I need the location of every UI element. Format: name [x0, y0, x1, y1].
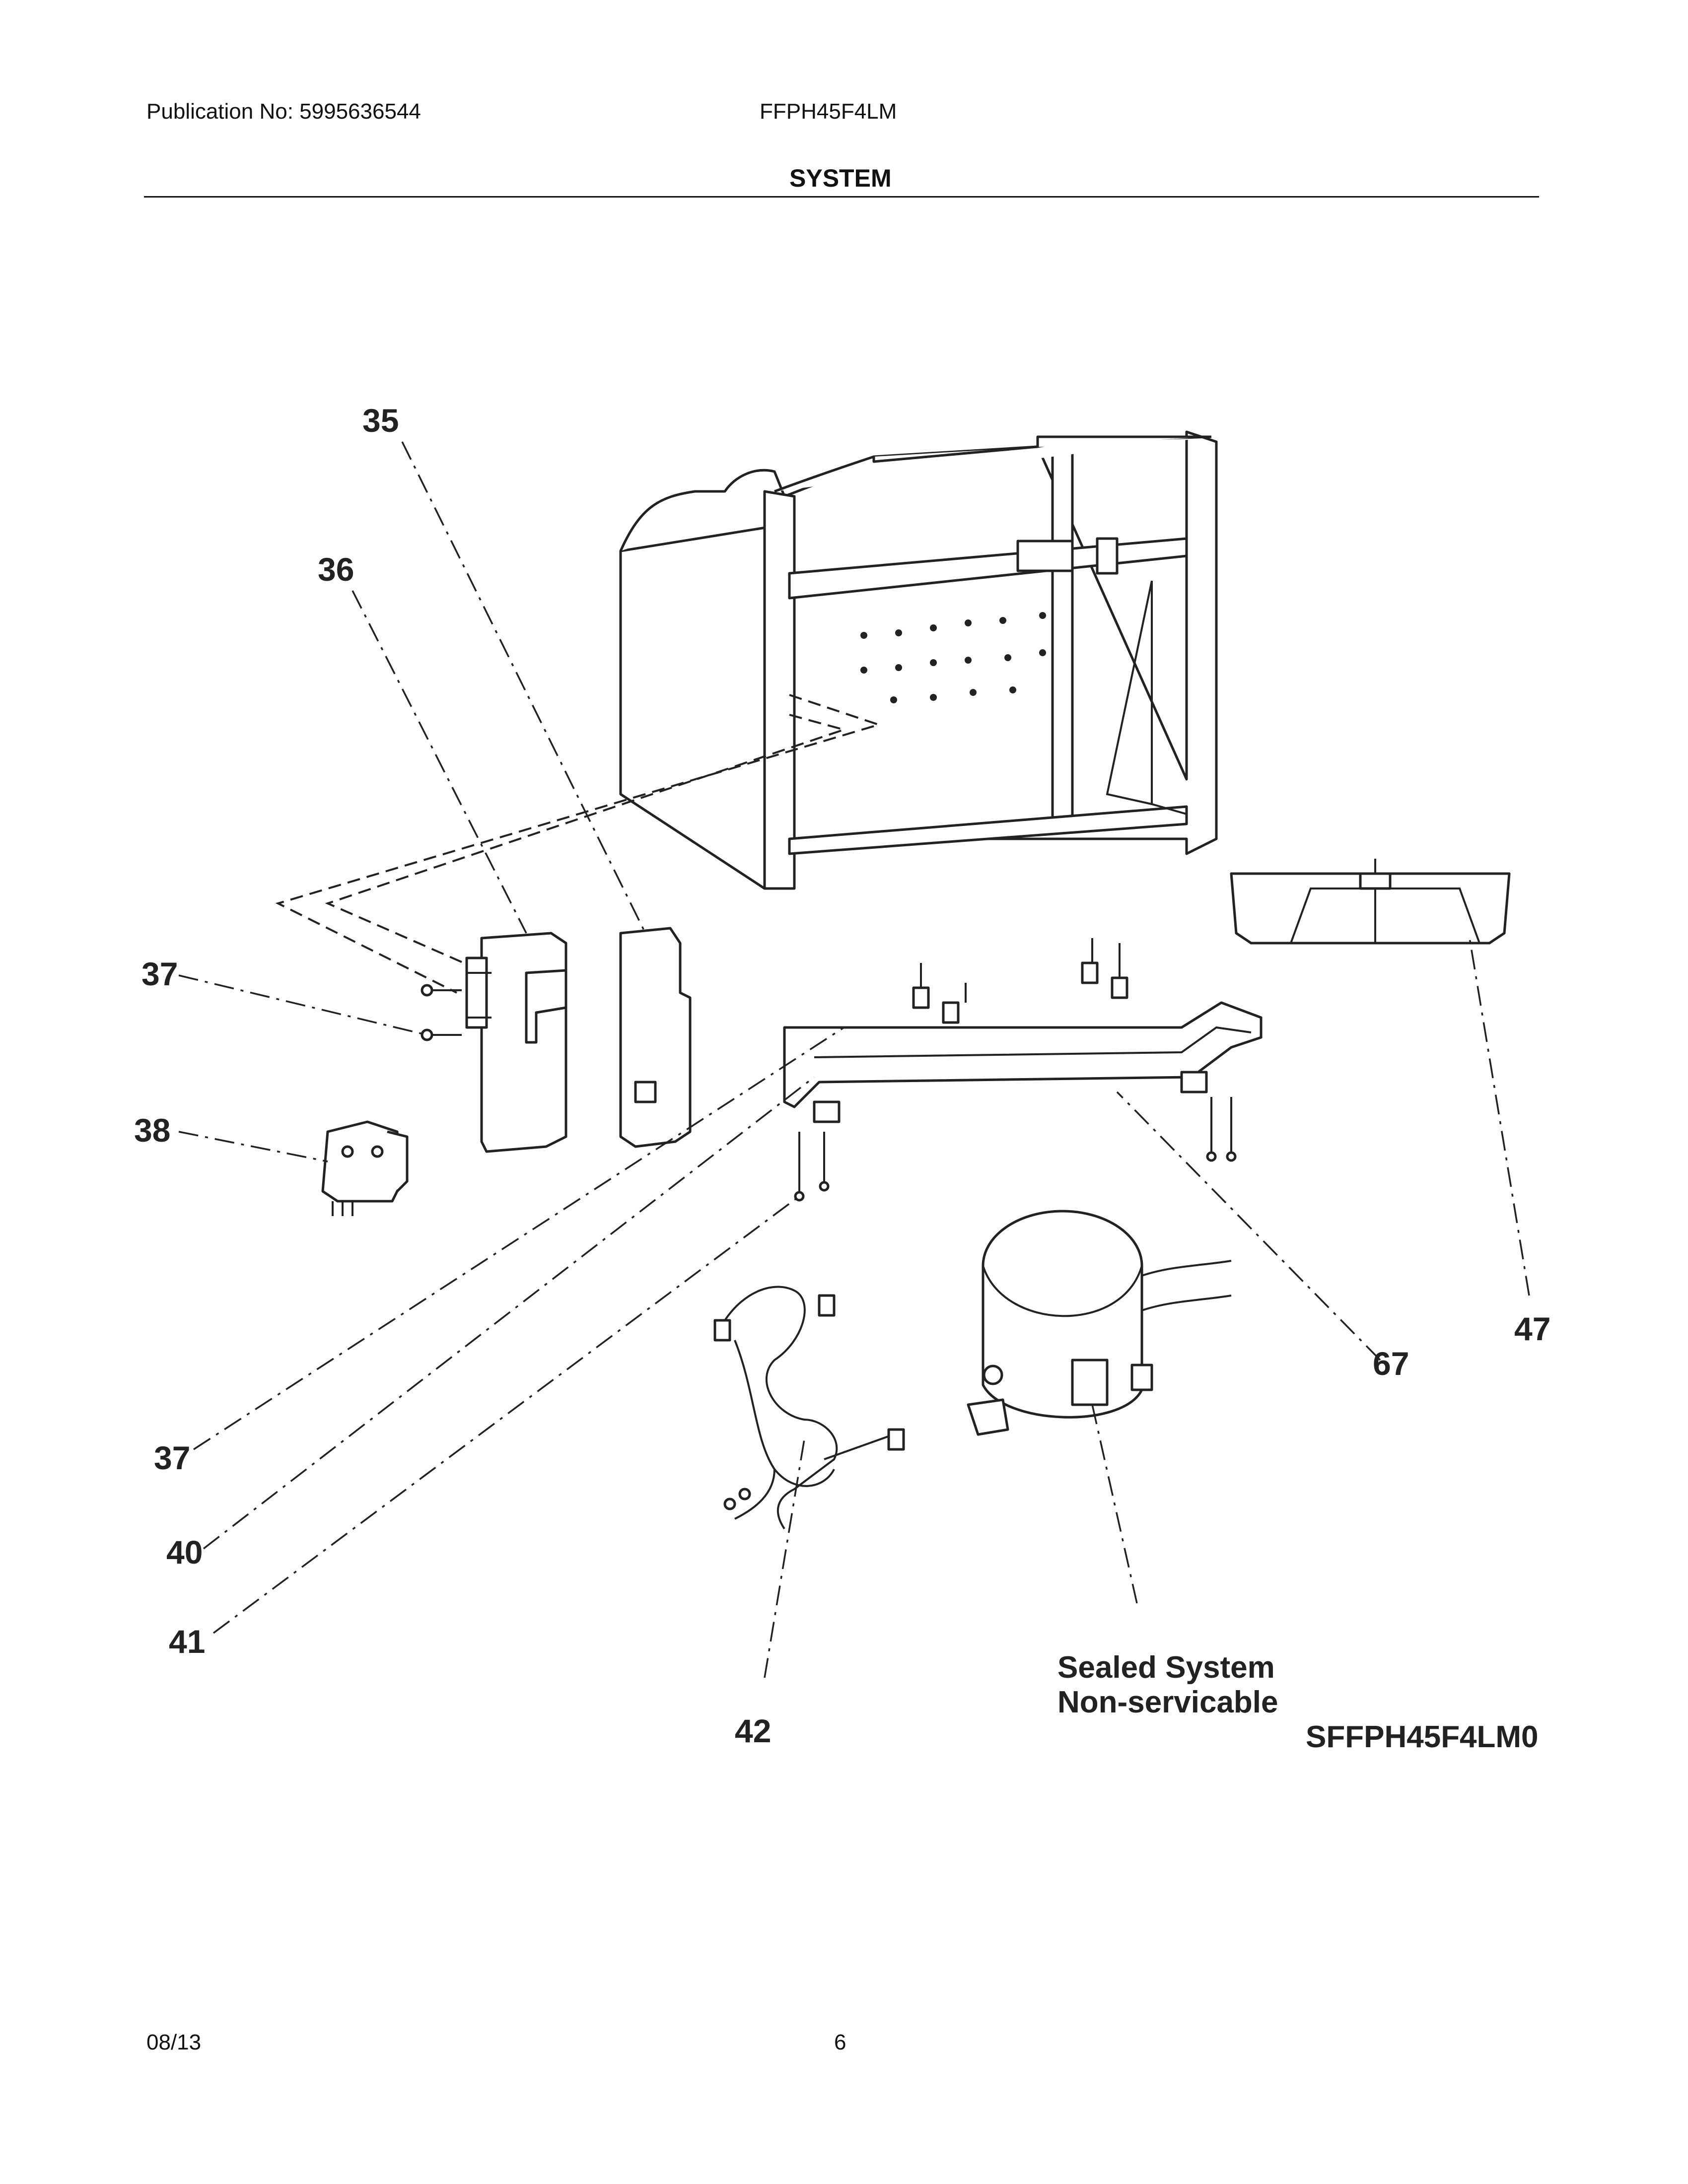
- callout-42: 42: [735, 1712, 771, 1749]
- leader-lines: [178, 441, 1530, 1678]
- callout-36: 36: [318, 551, 354, 588]
- section-title: SYSTEM: [789, 164, 892, 192]
- assembly-path-dashed: [275, 694, 882, 994]
- callout-37-top: 37: [141, 956, 178, 992]
- publication-number: Publication No: 5995636544: [146, 99, 421, 124]
- part-36-control-box: [465, 932, 567, 1153]
- model-number: FFPH45F4LM: [760, 99, 897, 124]
- header-rule: [144, 196, 1539, 198]
- sealed-system-note-line1: Sealed System: [1057, 1650, 1275, 1685]
- callout-67: 67: [1373, 1345, 1409, 1382]
- callout-37-bottom: 37: [154, 1439, 190, 1476]
- drawing-code: SFFPH45F4LM0: [1306, 1720, 1539, 1754]
- mount-grommets: [912, 938, 1128, 1024]
- part-42-wire-harness: [713, 1286, 905, 1530]
- callout-40: 40: [166, 1534, 203, 1570]
- cabinet-housing: [619, 430, 1218, 890]
- base-screws: [794, 1097, 1237, 1202]
- sealed-system-note-line2: Non-servicable: [1057, 1685, 1278, 1719]
- callout-47: 47: [1514, 1310, 1550, 1347]
- part-47-drip-tray: [1230, 859, 1511, 945]
- part-35-cover: [619, 927, 692, 1148]
- part-67-base-plate: [783, 1001, 1263, 1123]
- callout-38: 38: [134, 1112, 170, 1149]
- cabinet-rivets: [860, 612, 1046, 703]
- part-38-timer: [321, 1120, 409, 1216]
- callout-41: 41: [169, 1623, 205, 1660]
- compressor-sealed-system: [967, 1210, 1232, 1436]
- screws-37: [421, 984, 462, 1041]
- callout-35: 35: [362, 402, 399, 439]
- footer-date: 08/13: [146, 2030, 202, 2054]
- footer-page-number: 6: [834, 2030, 846, 2054]
